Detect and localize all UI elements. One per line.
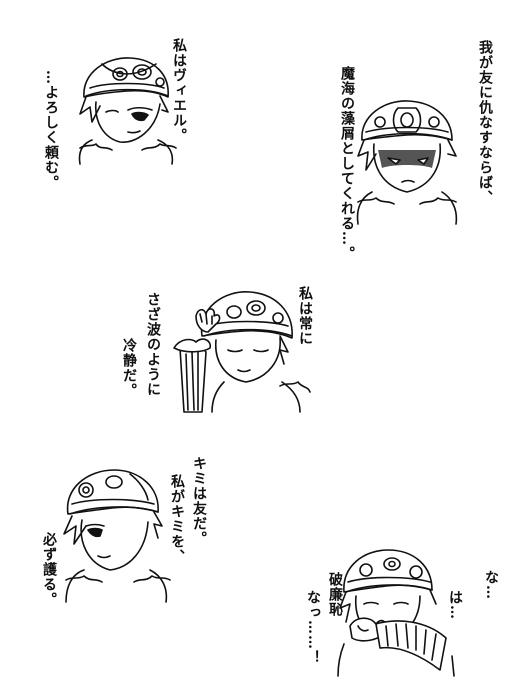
character-figure [173,291,311,413]
speech-text: な… [483,570,499,600]
speech-text: 我が友に仇なすならば、 [477,40,493,205]
speech-text: 私がキミを、 [169,474,185,564]
speech-text: 必ず護る。 [41,532,57,607]
speech-text: …よろしく頼む。 [43,70,59,190]
speech-text: 破廉恥 [327,572,343,617]
speech-text: 冷静だ。 [121,338,137,398]
character-figure [63,469,171,603]
speech-text: さざ波のように [145,292,161,397]
character-figure [356,100,458,225]
speech-text: 私は常に [297,286,313,346]
speech-text: なっ……！ [305,590,321,665]
speech-text: 魔海の藻屑としてくれる…。 [339,66,355,261]
speech-text: 私はヴィエル。 [171,38,187,143]
speech-text: キミは友だ。 [191,456,207,546]
character-figure [78,57,177,165]
character-figure [337,549,455,677]
speech-text: は… [447,590,463,620]
